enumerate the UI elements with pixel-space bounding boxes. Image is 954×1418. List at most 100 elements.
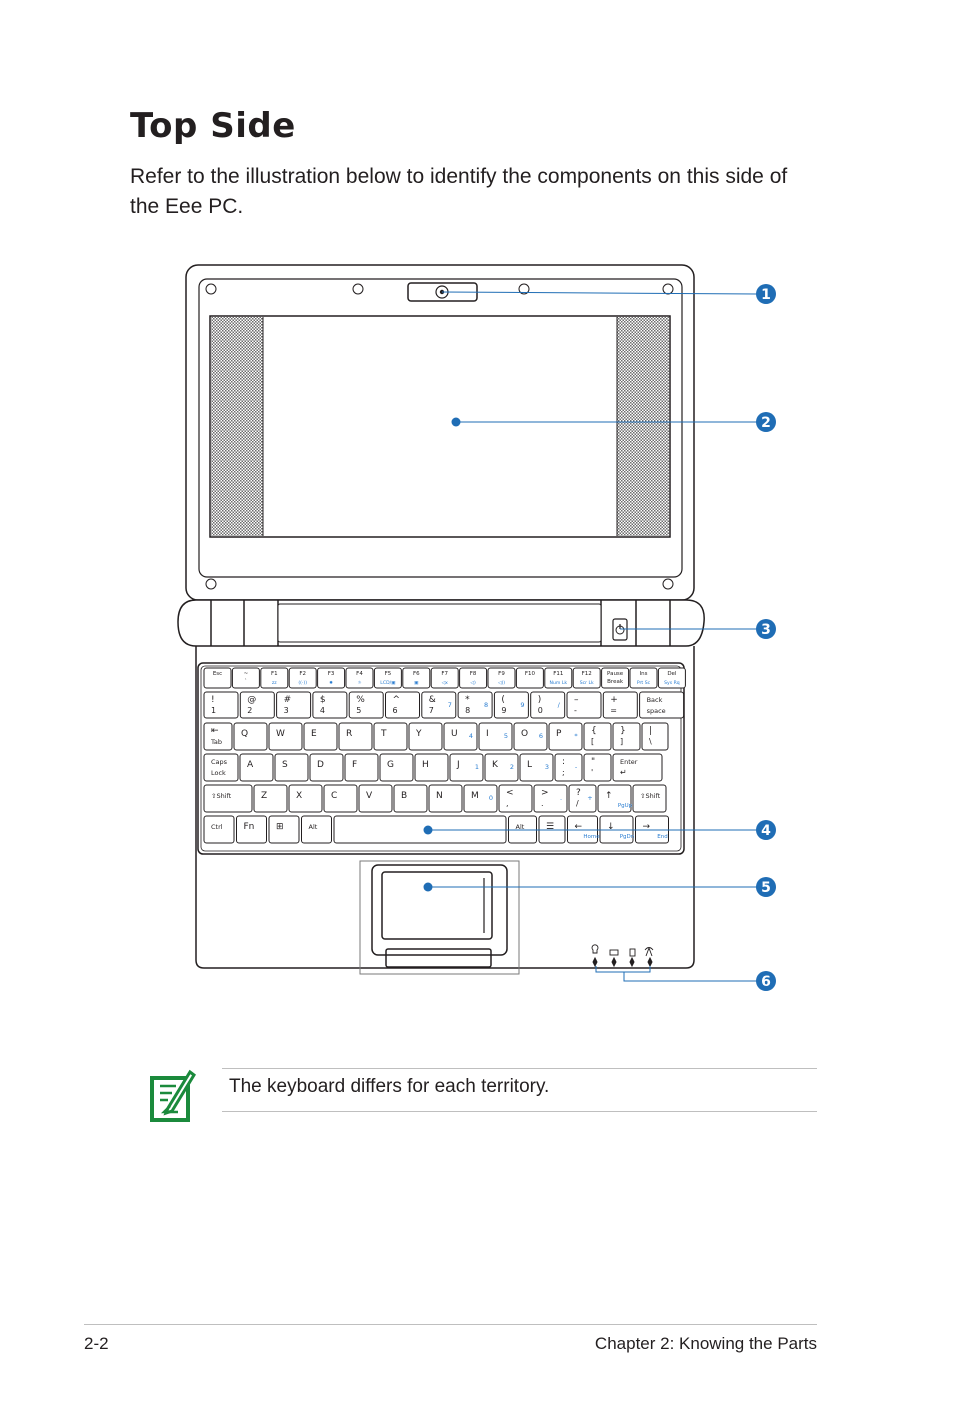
callout-6: 6 [761, 974, 771, 990]
key: E [303, 722, 338, 751]
key-secondary-label: 2 [247, 706, 252, 715]
key: "' [583, 753, 612, 782]
key-fn-label: - [575, 763, 578, 771]
key-fn-label: Home [583, 834, 600, 840]
key: )0/ [530, 691, 566, 719]
key: F4☼ [345, 667, 374, 689]
key-main-label: * [465, 695, 470, 705]
key-secondary-label: 4 [320, 706, 325, 715]
key-fn-label: * [574, 732, 578, 740]
key: F7◁x [430, 667, 459, 689]
key: |\ [641, 722, 669, 751]
key-main-label: % [356, 695, 365, 705]
key-fn-label: ▣ [414, 681, 418, 686]
key: !1 [203, 691, 239, 719]
key: ↑PgUp [597, 784, 633, 813]
key-fn-label: ◁) [470, 680, 476, 686]
key-fn-label: ◁x [442, 681, 449, 686]
key: ⇤Tab [203, 722, 233, 751]
note-bottom-rule [222, 1111, 817, 1112]
key-secondary-label: Lock [211, 769, 226, 777]
key-secondary-label: / [576, 799, 579, 808]
hinge [177, 599, 705, 647]
key-fn-label: PgUp [618, 803, 633, 809]
key: H [414, 753, 449, 782]
key-main-label: ( [501, 695, 505, 705]
intro-paragraph: Refer to the illustration below to ident… [130, 165, 788, 218]
key: D [309, 753, 344, 782]
key: Z [253, 784, 288, 813]
key-main-label: F [352, 760, 357, 770]
laptop-base [195, 646, 695, 975]
key-secondary-label: 3 [284, 706, 289, 715]
key: W [268, 722, 303, 751]
key-main-label: } [620, 726, 626, 736]
key: Esc [203, 667, 232, 689]
power-indicator-icon [591, 944, 599, 954]
key-main-label: | [649, 726, 652, 736]
footer-rule [84, 1324, 817, 1325]
key-main-label: O [521, 729, 528, 739]
key-main-label: D [317, 760, 324, 770]
key-fn-label: zᴢ [272, 681, 277, 686]
key-main-label: Q [241, 729, 248, 739]
key-main-label: & [429, 695, 436, 705]
key-fn-label: / [558, 701, 561, 709]
key-main-label: – [574, 695, 579, 705]
key: *88 [457, 691, 493, 719]
key-main-label: F12 [582, 671, 592, 677]
key-main-label: ⇧Shift [640, 792, 661, 800]
key-fn-label: Num Lk [550, 680, 568, 686]
key-main-label: I [486, 729, 489, 739]
key-main-label: F4 [356, 671, 363, 677]
key-main-label: ! [211, 695, 215, 705]
key-main-label: { [591, 726, 597, 736]
key: @2 [239, 691, 275, 719]
key: R [338, 722, 373, 751]
key-main-label: J [456, 760, 460, 770]
status-indicators [591, 944, 654, 968]
key-main-label: Del [667, 671, 677, 677]
key-main-label: Back [647, 696, 663, 704]
key-secondary-label: ` [245, 679, 248, 685]
key-main-label: P [556, 729, 562, 739]
key-main-label: ^ [393, 695, 401, 705]
callout-markers: 1 2 3 4 5 6 [756, 284, 776, 991]
key-main-label: Caps [211, 758, 228, 766]
key-secondary-label: = [610, 706, 617, 715]
key: Ctrl [203, 815, 235, 844]
key-secondary-label: 8 [465, 706, 470, 715]
key: N [428, 784, 463, 813]
key-fn-label: 2 [510, 763, 514, 771]
key-main-label: T [380, 729, 387, 739]
key: Enter↵ [612, 753, 663, 782]
key-secondary-label: 7 [429, 706, 434, 715]
key: $4 [312, 691, 348, 719]
key-main-label: ? [576, 788, 581, 798]
key-main-label: : [562, 757, 565, 767]
key-main-label: F10 [525, 671, 536, 677]
key-main-label: ⇧Shift [211, 792, 232, 800]
key-fn-label: 3 [545, 763, 549, 771]
key-main-label: A [247, 760, 254, 770]
key: F [344, 753, 379, 782]
callout-4: 4 [761, 823, 771, 839]
left-speaker-grille [211, 317, 263, 536]
key-secondary-label: ] [620, 737, 623, 746]
key: (99 [493, 691, 529, 719]
callout-1: 1 [761, 287, 771, 303]
key-fn-label: ◁)) [498, 680, 505, 686]
key: ⊞ [268, 815, 300, 844]
key-secondary-label: [ [591, 737, 594, 746]
key-main-label: G [387, 760, 394, 770]
key: &77 [421, 691, 457, 719]
key-main-label: Fn [244, 822, 255, 832]
key-fn-label: ((·)) [298, 680, 307, 686]
key-main-label: E [311, 729, 317, 739]
key-fn-label: . [560, 794, 562, 802]
